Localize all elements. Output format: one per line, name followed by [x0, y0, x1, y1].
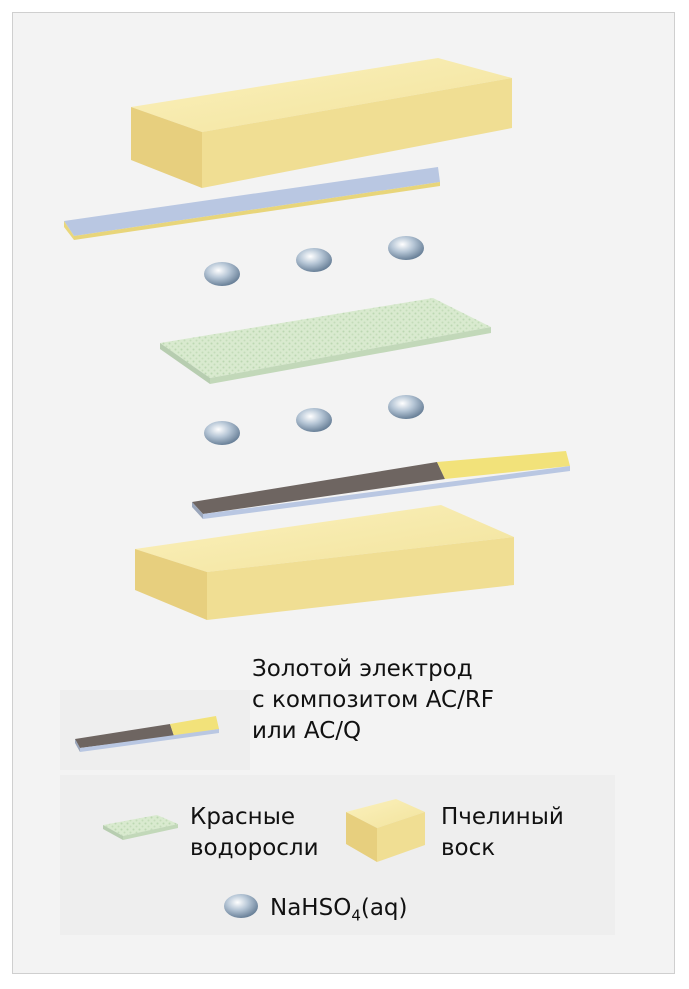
- legend-wax-line1: Пчелиный: [441, 804, 564, 830]
- legend-algae-line1: Красные: [190, 804, 296, 830]
- gold-electrode-top: [64, 167, 440, 240]
- legend-droplet-label: NaHSO4(aq): [270, 893, 408, 932]
- droplet: [296, 248, 332, 272]
- legend-droplet-main: NaHSO: [270, 895, 352, 921]
- legend-algae-label: Красные водоросли: [190, 802, 319, 864]
- legend-electrode-line3: или AC/Q: [252, 718, 362, 744]
- legend-droplet-subscript: 4: [351, 906, 361, 925]
- legend-algae-icon: [103, 815, 178, 840]
- droplet: [204, 262, 240, 286]
- droplet: [204, 421, 240, 445]
- droplet: [388, 236, 424, 260]
- nahso4-droplets-upper: [204, 236, 424, 286]
- legend-droplet-suffix: (aq): [360, 895, 408, 921]
- legend-electrode-line1: Золотой электрод: [252, 656, 473, 682]
- droplet: [388, 395, 424, 419]
- beeswax-block-top: [131, 58, 512, 188]
- legend-wax-line2: воск: [441, 835, 496, 861]
- legend-wax-label: Пчелиный воск: [441, 802, 564, 864]
- red-algae-layer: [160, 298, 491, 384]
- legend-electrode-label: Золотой электрод с композитом AC/RF или …: [252, 654, 494, 747]
- beeswax-block-bottom: [135, 505, 514, 620]
- legend-droplet-icon: [224, 894, 258, 918]
- legend-panel-materials: [60, 775, 615, 935]
- legend-electrode-icon: [75, 716, 219, 752]
- composite-electrode: [192, 451, 570, 519]
- legend-algae-line2: водоросли: [190, 835, 319, 861]
- nahso4-droplets-lower: [204, 395, 424, 445]
- legend-electrode-line2: с композитом AC/RF: [252, 687, 495, 713]
- droplet: [296, 408, 332, 432]
- legend-wax-icon: [346, 799, 425, 862]
